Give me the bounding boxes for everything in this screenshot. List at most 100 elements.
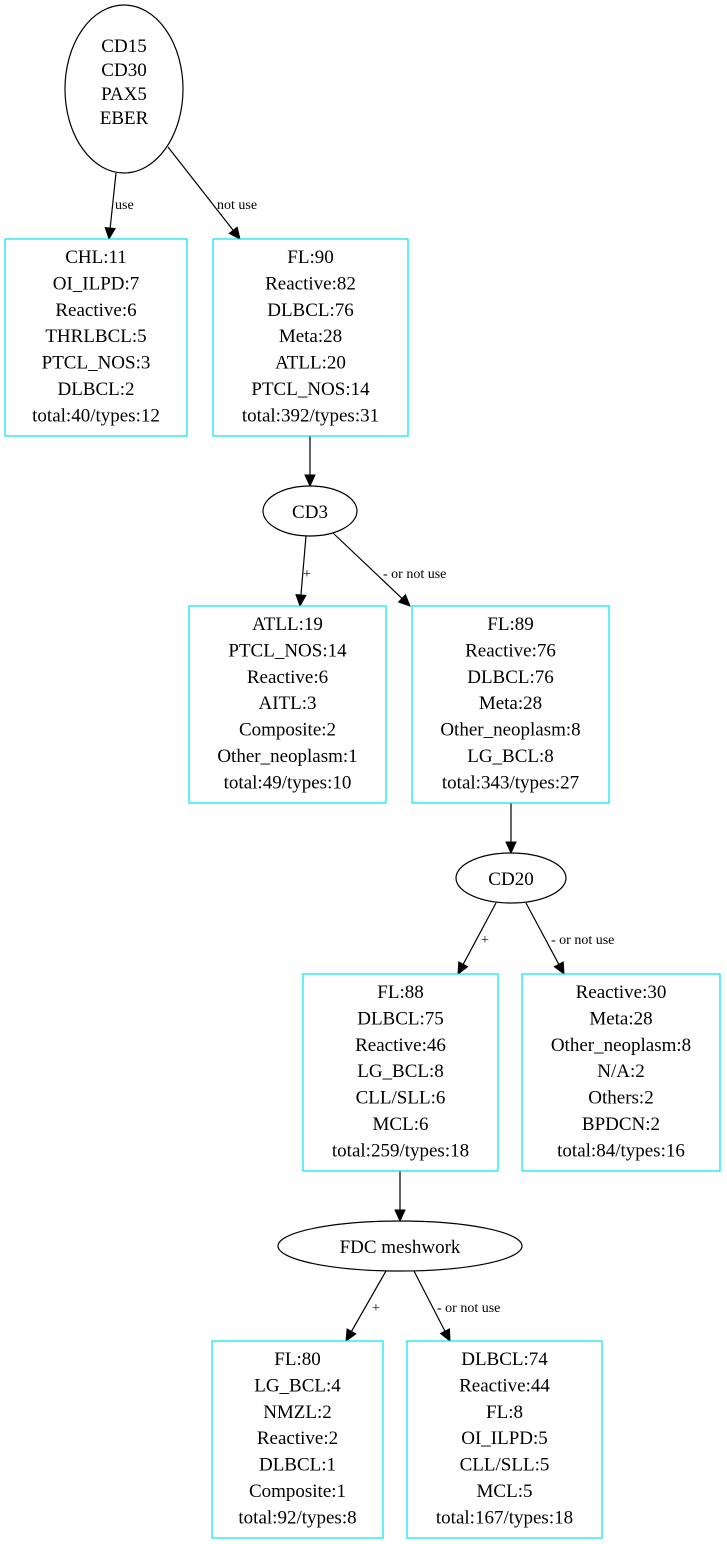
leaf-count-label: Meta:28 (279, 326, 342, 347)
leaf-count-label: PTCL_NOS:3 (42, 353, 151, 374)
edge-label: - or not use (551, 933, 614, 948)
leaf-node-leaf_cd3_neg: FL:89Reactive:76DLBCL:76Meta:28Other_neo… (411, 605, 610, 804)
decision-label: CD30 (101, 60, 146, 81)
decision-label: CD3 (292, 502, 328, 523)
leaf-total-label: total:167/types:18 (436, 1507, 573, 1528)
leaf-box (302, 973, 499, 1172)
edge-line (413, 1270, 446, 1332)
leaf-box (188, 605, 387, 804)
decision-node-cd3: CD3 (262, 485, 358, 537)
leaf-count-label: MCL:5 (477, 1481, 533, 1502)
edge-line (109, 172, 117, 229)
decision-ellipse (277, 1220, 523, 1272)
edge-line (167, 146, 234, 231)
leaf-total-label: total:40/types:12 (32, 405, 160, 426)
leaf-count-label: Reactive:46 (355, 1035, 446, 1056)
arrow-head (104, 226, 116, 241)
leaf-count-label: Meta:28 (479, 693, 542, 714)
edge-line (525, 902, 560, 965)
leaf-box (521, 973, 721, 1172)
decision-node-cd20: CD20 (455, 852, 567, 904)
leaf-count-label: OI_ILPD:5 (461, 1428, 548, 1449)
leaf-count-label: DLBCL:75 (357, 1008, 444, 1029)
edge-cd20-to-leaf_cd20_pos: + (457, 902, 497, 976)
leaf-count-label: OI_ILPD:7 (53, 273, 140, 294)
leaf-count-label: MCL:6 (373, 1114, 429, 1135)
leaf-count-label: Reactive:76 (465, 640, 556, 661)
arrow-head (553, 961, 565, 976)
edge-root-to-leaf_use: use (104, 172, 134, 241)
leaf-count-label: AITL:3 (258, 693, 316, 714)
leaf-count-label: LG_BCL:4 (254, 1375, 341, 1396)
leaf-count-label: LG_BCL:8 (357, 1061, 444, 1082)
leaf-count-label: NMZL:2 (263, 1402, 332, 1423)
edge-label: + (372, 1301, 380, 1316)
edge-label: not use (217, 198, 257, 213)
edge-cd20-to-leaf_cd20_neg: - or not use (525, 902, 614, 976)
leaf-count-label: Meta:28 (589, 1008, 652, 1029)
leaf-total-label: total:49/types:10 (224, 772, 352, 793)
decision-node-fdc: FDC meshwork (277, 1220, 523, 1272)
leaf-count-label: CLL/SLL:6 (356, 1088, 446, 1109)
leaf-node-leaf_cd20_pos: FL:88DLBCL:75Reactive:46LG_BCL:8CLL/SLL:… (302, 973, 499, 1172)
edge-fdc-to-leaf_fdc_pos: + (345, 1270, 387, 1343)
leaf-box (406, 1340, 603, 1539)
leaf-count-label: N/A:2 (597, 1061, 645, 1082)
edge-leaf_cd20_pos-to-fdc (394, 1171, 406, 1223)
leaf-count-label: FL:88 (377, 982, 423, 1003)
leaf-count-label: Reactive:82 (265, 273, 356, 294)
leaf-count-label: DLBCL:74 (461, 1349, 548, 1370)
arrow-head (295, 594, 307, 608)
leaf-count-label: ATLL:19 (252, 614, 323, 635)
leaf-total-label: total:84/types:16 (557, 1140, 685, 1161)
arrow-head (397, 593, 411, 607)
decision-label: CD15 (101, 36, 146, 57)
leaf-count-label: THRLBCL:5 (45, 326, 146, 347)
leaf-count-label: Others:2 (588, 1088, 653, 1109)
leaf-count-label: DLBCL:2 (57, 379, 134, 400)
leaf-count-label: CLL/SLL:5 (460, 1455, 550, 1476)
edge-line (462, 902, 497, 965)
leaf-count-label: Reactive:2 (257, 1428, 338, 1449)
leaf-count-label: Composite:2 (239, 720, 336, 741)
leaf-node-leaf_fdc_pos: FL:80LG_BCL:4NMZL:2Reactive:2DLBCL:1Comp… (211, 1340, 384, 1539)
leaf-total-label: total:92/types:8 (238, 1507, 356, 1528)
edge-leaf_cd3_neg-to-cd20 (505, 803, 517, 855)
arrow-head (304, 474, 316, 488)
leaf-count-label: DLBCL:1 (259, 1455, 336, 1476)
leaf-count-label: ATLL:20 (275, 353, 346, 374)
leaf-count-label: Other_neoplasm:8 (440, 720, 580, 741)
arrow-head (228, 226, 241, 240)
leaf-count-label: Reactive:6 (55, 300, 136, 321)
decision-ellipse (262, 485, 358, 537)
leaf-count-label: BPDCN:2 (582, 1114, 660, 1135)
edge-line (350, 1270, 387, 1332)
decision-label: PAX5 (101, 84, 147, 105)
decision-ellipse (64, 4, 184, 174)
leaf-node-leaf_notuse: FL:90Reactive:82DLBCL:76Meta:28ATLL:20PT… (212, 238, 409, 437)
edge-label: - or not use (383, 567, 446, 582)
leaf-count-label: Composite:1 (249, 1481, 346, 1502)
leaf-count-label: FL:80 (274, 1349, 320, 1370)
edge-line (332, 532, 403, 599)
leaf-total-label: total:392/types:31 (242, 405, 379, 426)
leaf-count-label: Reactive:30 (576, 982, 667, 1003)
leaf-box (212, 238, 409, 437)
decision-label: CD20 (488, 869, 533, 890)
leaf-count-label: Reactive:6 (247, 667, 328, 688)
leaf-count-label: Other_neoplasm:1 (217, 746, 357, 767)
leaf-total-label: total:343/types:27 (442, 772, 579, 793)
arrow-head (345, 1328, 357, 1343)
leaf-node-leaf_fdc_neg: DLBCL:74Reactive:44FL:8OI_ILPD:5CLL/SLL:… (406, 1340, 603, 1539)
edge-cd3-to-leaf_cd3_neg: - or not use (332, 532, 446, 607)
leaf-count-label: PTCL_NOS:14 (251, 379, 370, 400)
leaf-count-label: Reactive:44 (459, 1375, 550, 1396)
leaf-total-label: total:259/types:18 (332, 1140, 469, 1161)
edge-cd3-to-leaf_cd3_pos: + (295, 535, 311, 608)
edge-root-to-leaf_notuse: not use (167, 146, 257, 240)
leaf-count-label: LG_BCL:8 (467, 746, 554, 767)
